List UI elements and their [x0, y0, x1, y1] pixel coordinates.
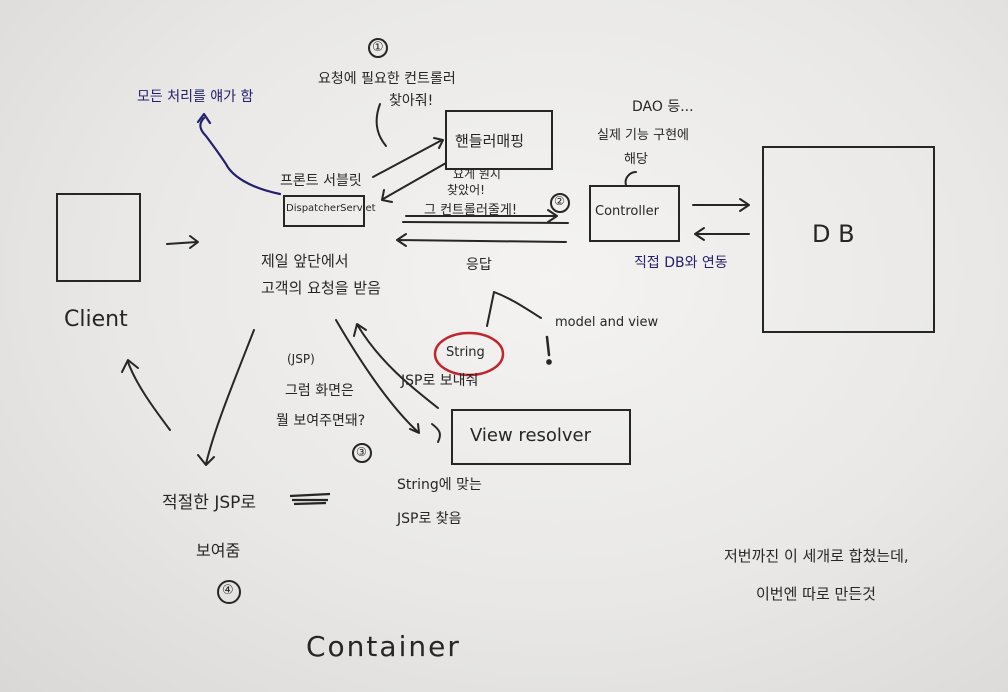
db-box	[762, 146, 935, 333]
client-to-dispatcher-arrow	[166, 235, 199, 249]
found-line1: 요게 원지	[453, 167, 501, 181]
string-badge: String	[446, 345, 485, 360]
step2-circle	[550, 193, 570, 213]
exclamation-dot	[546, 359, 552, 365]
handler-mapping-label: 핸들러매핑	[455, 132, 525, 150]
dispatcher-to-handler-arrow	[372, 137, 444, 178]
jsp-hint: (JSP)	[287, 352, 315, 366]
controller-label: Controller	[595, 204, 659, 219]
found-line3: 그 컨트롤러줄게!	[424, 203, 518, 218]
what-screen-line1: 그럼 화면은	[285, 383, 354, 399]
response-label: 응답	[466, 257, 492, 273]
scribble-mark	[289, 492, 331, 506]
front-servlet-label: 프론트 서블릿	[280, 173, 362, 189]
db-label: D B	[812, 220, 855, 248]
container-label: Container	[306, 630, 461, 663]
footnote-line1: 저번까진 이 세개로 합쳤는데,	[724, 547, 909, 565]
controller-response-arrow	[402, 221, 569, 224]
db-to-controller-arrow	[694, 227, 750, 241]
show-jsp-line1: 적절한 JSP로	[162, 493, 257, 513]
show-jsp-line2: 보여줌	[196, 541, 241, 560]
first-receive-line2: 고객의 요청을 받음	[261, 279, 381, 297]
dispatcher-label: DispatcherServlet	[286, 203, 376, 214]
find-jsp-line2: JSP로 찾음	[397, 511, 462, 527]
view-resolver-label: View resolver	[470, 425, 592, 446]
step3-marker: ③	[356, 445, 367, 459]
handler-to-dispatcher-arrow	[381, 162, 447, 203]
step4-circle	[217, 580, 241, 604]
viewresolver-to-dispatcher-arrow	[353, 323, 439, 409]
first-receive-line1: 제일 앞단에서	[261, 252, 349, 270]
model-and-view-label: model and view	[555, 315, 659, 330]
db-link-note: 직접 DB와 연동	[634, 255, 728, 271]
footnote-line2: 이번엔 따로 만든것	[756, 585, 876, 603]
dao-line1: DAO 등...	[632, 99, 694, 115]
dao-pointer	[624, 171, 637, 186]
client-label: Client	[64, 307, 128, 332]
response-arrow	[396, 233, 567, 247]
string-circle	[433, 331, 505, 377]
view-resolver-box	[451, 409, 631, 465]
step1-marker: ①	[372, 40, 384, 55]
step1-text-line1: 요청에 필요한 컨트롤러	[318, 71, 456, 87]
controller-to-db-arrow	[692, 198, 750, 212]
client-box	[56, 193, 141, 282]
found-line2: 찾았어!	[447, 183, 485, 197]
dispatcher-to-controller-arrow	[405, 209, 558, 223]
view-resolver-tick	[431, 423, 441, 443]
what-screen-line2: 뭘 보여주면돼?	[276, 413, 366, 429]
model-view-pointer	[486, 291, 542, 327]
step2-marker: ②	[554, 194, 565, 208]
back-to-client-arrow	[121, 359, 171, 431]
step1-circle	[368, 38, 388, 58]
controller-box	[589, 185, 680, 242]
find-jsp-line1: String에 맞는	[397, 477, 482, 493]
send-jsp-label: JSP로 보내줘	[401, 373, 479, 389]
step1-stroke	[375, 103, 387, 147]
to-jsp-curve-arrow	[197, 329, 255, 466]
dao-line3: 해당	[624, 152, 648, 167]
dispatcher-box	[283, 195, 365, 227]
handler-mapping-box	[445, 110, 553, 170]
step4-marker: ④	[222, 583, 234, 598]
step3-circle	[352, 443, 372, 463]
delegate-squiggle-arrow	[196, 112, 282, 196]
step1-text-line2: 찾아줘!	[389, 93, 434, 109]
dispatcher-to-viewresolver-arrow	[335, 319, 420, 434]
dao-line2: 실제 기능 구현에	[597, 128, 689, 143]
delegate-all-note: 모든 처리를 얘가 함	[137, 89, 254, 105]
exclamation-icon	[545, 335, 551, 357]
